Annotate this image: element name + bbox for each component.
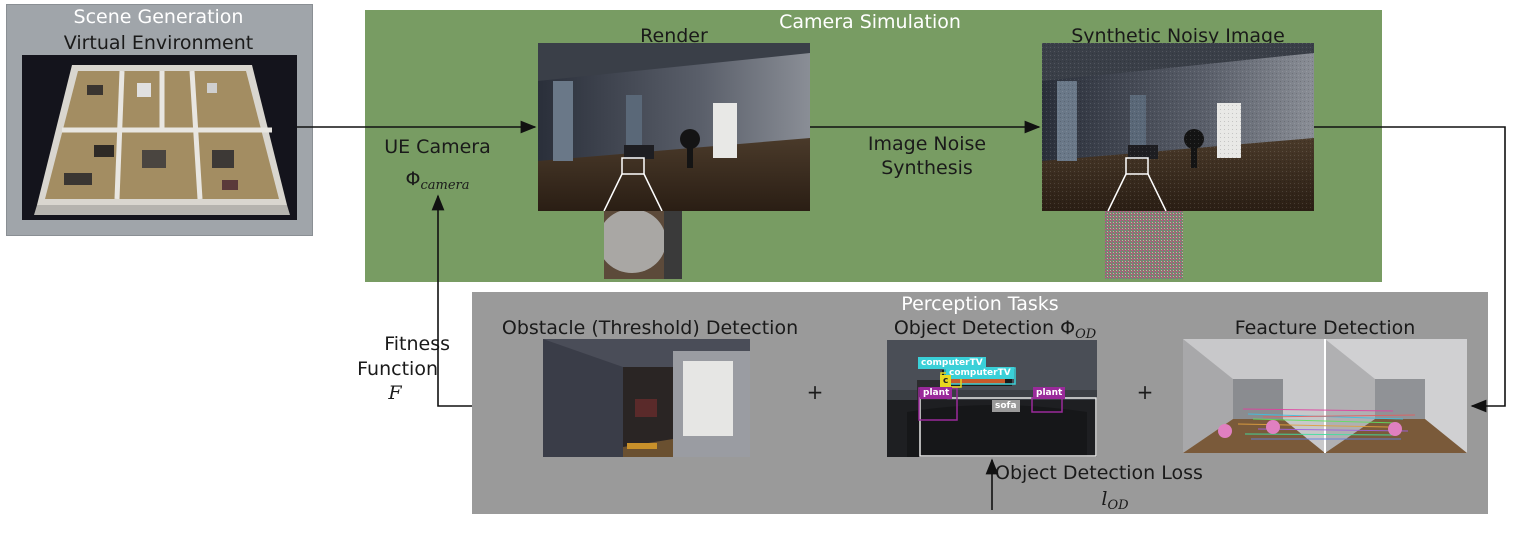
det-tag-plant-2: plant (1033, 387, 1066, 399)
fitness-symbol: F (388, 382, 402, 404)
det-tag-c: c (940, 375, 952, 387)
feature-detection-image (1183, 339, 1467, 453)
render-label: Render (640, 25, 708, 47)
plus-sign-1: + (806, 380, 824, 404)
object-detection-label: Object Detection ΦOD (893, 317, 1097, 342)
object-detection-image (887, 340, 1097, 457)
camera-simulation-title: Camera Simulation (779, 11, 961, 33)
synthetic-noisy-image-label: Synthetic Noisy Image (1071, 25, 1285, 47)
noisy-zoom-inset (1105, 211, 1183, 279)
det-tag-computertv-1: computerTV (918, 357, 986, 369)
image-noise-label-line1: Image Noise (867, 133, 987, 155)
det-tag-plant-1: plant (920, 387, 953, 399)
render-zoom-inset (604, 211, 682, 279)
det-tag-computertv-2: computerTV (946, 367, 1014, 379)
obstacle-detection-image (543, 339, 750, 457)
synthetic-noisy-image (1042, 43, 1314, 211)
object-detection-loss-label: Object Detection Loss (995, 462, 1203, 484)
image-noise-label-line2: Synthesis (881, 157, 973, 179)
feature-detection-label: Feacture Detection (1234, 317, 1416, 339)
fitness-label-line1: Fitness (384, 333, 450, 355)
obstacle-detection-label: Obstacle (Threshold) Detection (501, 317, 799, 339)
ue-camera-label: UE Camera (384, 136, 491, 158)
virtual-environment-label: Virtual Environment (63, 32, 254, 54)
od-loss-symbol: lOD (1101, 488, 1129, 513)
fitness-label-line2: Function (357, 358, 438, 380)
render-image (538, 43, 810, 211)
phi-camera-symbol: Φcamera (405, 168, 470, 193)
plus-sign-2: + (1136, 380, 1154, 404)
virtual-environment-image (22, 55, 297, 220)
perception-tasks-title: Perception Tasks (901, 293, 1059, 315)
scene-generation-title: Scene Generation (73, 6, 244, 28)
det-tag-sofa: sofa (992, 400, 1020, 412)
